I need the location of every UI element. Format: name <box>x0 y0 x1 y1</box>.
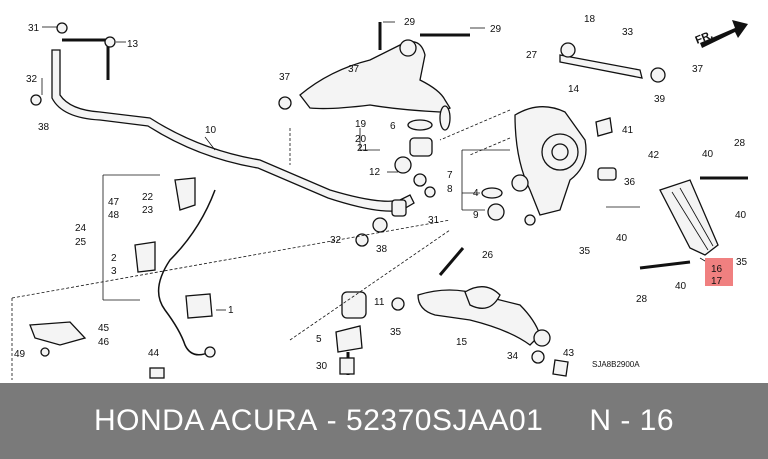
part-banner: HONDA ACURA - 52370SJAA01 N - 16 <box>0 383 768 459</box>
callout-36: 36 <box>624 177 636 188</box>
callout-23: 23 <box>142 205 154 216</box>
callout-40: 40 <box>616 233 628 244</box>
callout-38: 38 <box>38 122 50 133</box>
callout-40: 40 <box>735 210 747 221</box>
callout-35: 35 <box>736 257 748 268</box>
callout-32: 32 <box>330 235 342 246</box>
callout-24: 24 <box>75 223 87 234</box>
callout-31: 31 <box>28 23 40 34</box>
callout-35: 35 <box>579 246 591 257</box>
reference-number: N - 16 <box>589 404 675 437</box>
callout-5: 5 <box>316 334 322 345</box>
callout-29: 29 <box>490 24 502 35</box>
drawing-code: SJA8B2900A <box>592 360 640 369</box>
callout-43: 43 <box>563 348 575 359</box>
callout-44: 44 <box>148 348 160 359</box>
callout-40: 40 <box>675 281 687 292</box>
callout-30: 30 <box>316 361 328 372</box>
callout-41: 41 <box>622 125 634 136</box>
callout-31: 31 <box>428 215 440 226</box>
callout-32: 32 <box>26 74 38 85</box>
callout-37: 37 <box>692 64 704 75</box>
callout-39: 39 <box>654 94 666 105</box>
callout-13: 13 <box>127 39 139 50</box>
front-direction-arrow: FR. <box>694 20 748 48</box>
callout-49: 49 <box>14 349 26 360</box>
callout-37: 37 <box>348 64 360 75</box>
callout-18: 18 <box>584 14 596 25</box>
callout-42: 42 <box>648 150 660 161</box>
callout-10: 10 <box>205 125 217 136</box>
callout-29: 29 <box>404 17 416 28</box>
highlight-label-16: 16 <box>711 264 723 275</box>
callout-28: 28 <box>636 294 648 305</box>
callout-2: 2 <box>111 253 117 264</box>
callout-37: 37 <box>279 72 291 83</box>
callout-33: 33 <box>622 27 634 38</box>
callout-27: 27 <box>526 50 538 61</box>
banner-dash: - <box>326 404 338 437</box>
svg-text:FR.: FR. <box>694 29 715 47</box>
callout-45: 45 <box>98 323 110 334</box>
callout-9: 9 <box>473 210 479 221</box>
callout-35: 35 <box>390 327 402 338</box>
highlighted-part-box <box>705 258 733 286</box>
callout-1: 1 <box>228 305 234 316</box>
part-number: 52370SJAA01 <box>346 404 544 437</box>
highlight-label-17: 17 <box>711 276 723 287</box>
callout-20: 20 <box>355 134 367 145</box>
callout-34: 34 <box>507 351 519 362</box>
callout-7: 7 <box>447 170 453 181</box>
callout-46: 46 <box>98 337 110 348</box>
callout-40: 40 <box>702 149 714 160</box>
callout-15: 15 <box>456 337 468 348</box>
callout-26: 26 <box>482 250 494 261</box>
trailing-arm <box>659 179 719 256</box>
callout-38: 38 <box>376 244 388 255</box>
callout-47: 47 <box>108 197 120 208</box>
callout-21: 21 <box>357 143 369 154</box>
callout-25: 25 <box>75 237 87 248</box>
callout-22: 22 <box>142 192 154 203</box>
callout-28: 28 <box>734 138 746 149</box>
callout-14: 14 <box>568 84 580 95</box>
upper-arm <box>299 41 451 113</box>
brand-text: HONDA ACURA <box>93 404 318 437</box>
callout-8: 8 <box>447 184 453 195</box>
stabilizer-bar <box>51 49 415 212</box>
callout-11: 11 <box>374 297 385 308</box>
callout-19: 19 <box>355 119 367 130</box>
callout-4: 4 <box>473 188 479 199</box>
callout-12: 12 <box>369 167 381 178</box>
callout-3: 3 <box>111 266 117 277</box>
callout-6: 6 <box>390 121 396 132</box>
callout-48: 48 <box>108 210 120 221</box>
